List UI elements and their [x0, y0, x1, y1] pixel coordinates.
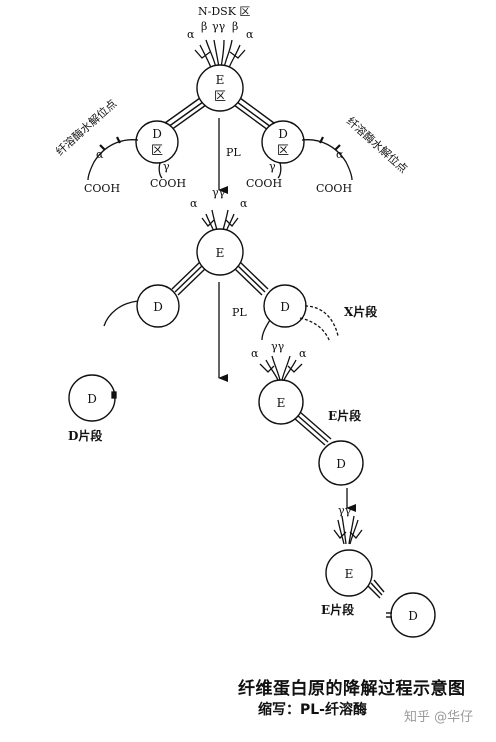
gamma-gamma-label: γγ	[271, 340, 285, 353]
d-domain-label: D	[87, 392, 97, 406]
d-domain-label: D	[278, 127, 288, 141]
beta-label: β	[232, 20, 238, 33]
e-domain-label: E	[277, 396, 286, 410]
e-domain-label: E	[216, 246, 225, 260]
alpha-label: α	[299, 347, 307, 360]
plasmin-site-label-left: 纤溶酶水解位点	[53, 96, 120, 158]
gamma-gamma-label: γγ	[338, 504, 352, 517]
alpha-label: α	[190, 197, 198, 210]
cooh-label: COOH	[246, 177, 282, 190]
cooh-label: COOH	[150, 177, 186, 190]
figure-caption-abbreviation: 缩写：PL-纤溶酶	[258, 702, 367, 718]
x-fragment-molecule	[103, 209, 339, 343]
d-domain-label: D	[408, 609, 418, 623]
pl-label: PL	[226, 146, 241, 159]
pl-label: PL	[232, 306, 247, 319]
e-fragment-label: E片段	[321, 602, 355, 617]
beta-label: β	[201, 20, 207, 33]
e-domain-qu-label: 区	[214, 89, 226, 103]
gamma-gamma-label: γγ	[212, 186, 226, 199]
gamma-label: γ	[269, 160, 276, 173]
d-domain-label: D	[280, 300, 290, 314]
fibrinogen-molecule	[87, 39, 353, 181]
alpha-label: α	[240, 197, 248, 210]
alpha-label: α	[246, 28, 254, 41]
cooh-label: COOH	[316, 182, 352, 195]
gamma-gamma-label: γγ	[212, 20, 226, 33]
e-fragment-molecule	[325, 515, 436, 638]
d-domain-label: D	[152, 127, 162, 141]
alpha-label: α	[187, 28, 195, 41]
x-fragment-label: X片段	[344, 304, 378, 319]
d-fragment-molecule	[68, 374, 117, 422]
gamma-label: γ	[163, 160, 170, 173]
alpha-label: α	[336, 148, 344, 161]
alpha-label: α	[96, 148, 104, 161]
e-domain-label: E	[345, 567, 354, 581]
d-domain-qu-label: 区	[277, 143, 289, 157]
alpha-label: α	[251, 347, 259, 360]
d-domain-label: D	[336, 457, 346, 471]
e-fragment-label: E片段	[328, 408, 362, 423]
cooh-label: COOH	[84, 182, 120, 195]
d-domain-qu-label: 区	[151, 143, 163, 157]
plasmin-site-label-right: 纤溶酶水解位点	[344, 114, 411, 176]
watermark: 知乎 @华仔	[404, 710, 474, 725]
d-fragment-label: D片段	[68, 428, 103, 443]
e-d-fragment-molecule	[258, 355, 364, 486]
figure-caption-title: 纤维蛋白原的降解过程示意图	[238, 679, 466, 699]
d-domain-label: D	[153, 300, 163, 314]
n-dsk-label: N-DSK 区	[198, 5, 250, 18]
e-domain-label: E	[216, 73, 225, 87]
